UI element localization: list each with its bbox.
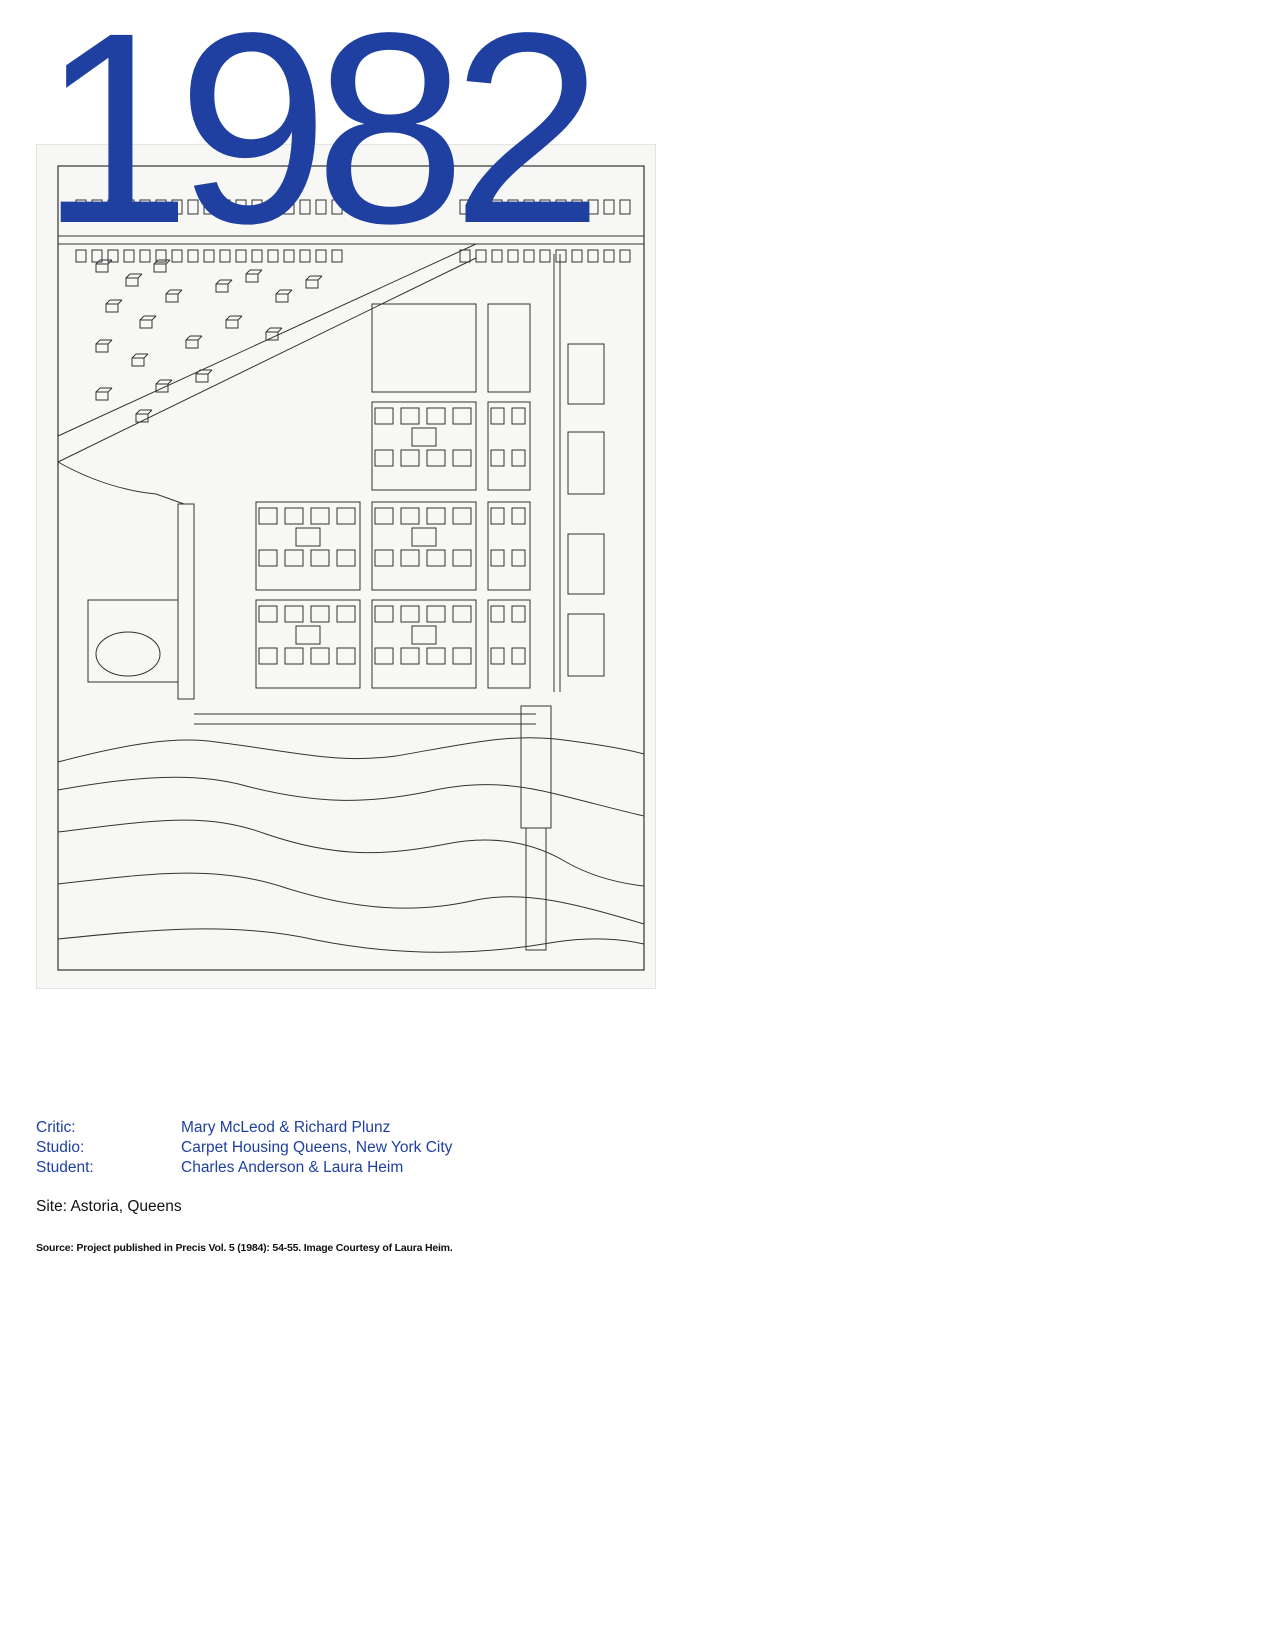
credit-value: Charles Anderson & Laura Heim xyxy=(181,1159,404,1176)
credit-value: Mary McLeod & Richard Plunz xyxy=(181,1119,391,1136)
year-title: 1982 xyxy=(40,0,603,280)
credit-row-studio: Studio: Carpet Housing Queens, New York … xyxy=(36,1138,452,1158)
credit-label: Critic: xyxy=(36,1119,76,1136)
housing-block xyxy=(255,501,361,591)
housing-block xyxy=(255,599,361,689)
housing-block xyxy=(371,599,477,689)
credit-value: Carpet Housing Queens, New York City xyxy=(181,1139,453,1156)
housing-block xyxy=(371,401,477,491)
housing-block xyxy=(487,501,531,591)
housing-block xyxy=(487,401,531,491)
credit-label: Student: xyxy=(36,1159,94,1176)
housing-block xyxy=(487,599,531,689)
site-plan-drawing xyxy=(36,144,656,989)
axonometric-site-plan xyxy=(57,165,645,971)
credit-row-critic: Critic: Mary McLeod & Richard Plunz xyxy=(36,1118,452,1138)
housing-block xyxy=(371,501,477,591)
site-line: Site: Astoria, Queens xyxy=(36,1198,182,1215)
source-citation: Source: Project published in Precis Vol.… xyxy=(36,1242,453,1254)
credit-row-student: Student: Charles Anderson & Laura Heim xyxy=(36,1158,452,1178)
credit-label: Studio: xyxy=(36,1139,85,1156)
project-credits: Critic: Mary McLeod & Richard Plunz Stud… xyxy=(36,1118,452,1178)
